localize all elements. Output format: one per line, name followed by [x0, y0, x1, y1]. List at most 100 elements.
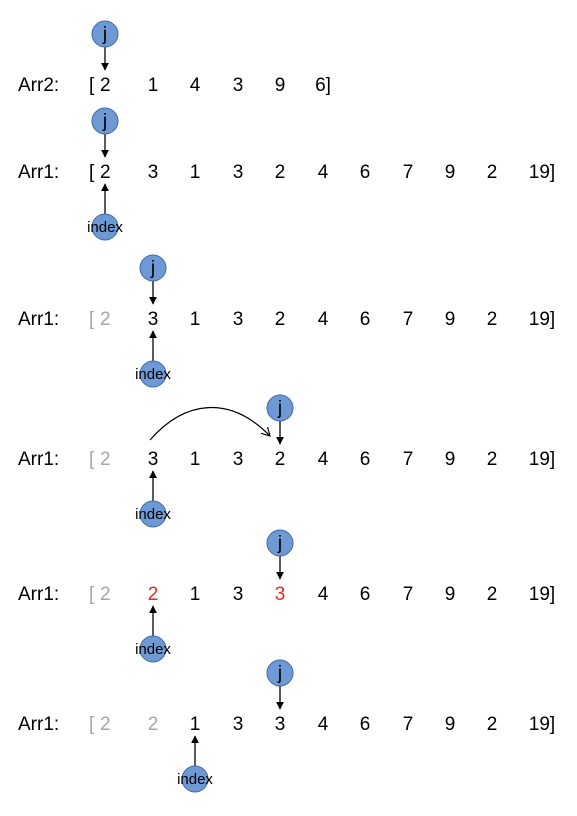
- pointer-badge: [139, 254, 167, 282]
- pointer-label: j: [277, 663, 282, 684]
- array-cell: 1: [190, 162, 201, 183]
- array-cell: 4: [318, 584, 329, 605]
- array-cell: 2: [487, 449, 498, 470]
- array-cell: 3: [233, 584, 244, 605]
- array-cell: 9: [445, 449, 456, 470]
- array-cell: 7: [403, 584, 414, 605]
- array-cell: 3: [233, 714, 244, 735]
- array-cell: 2: [487, 584, 498, 605]
- array-cell: 3: [148, 162, 159, 183]
- pointer-label: index: [135, 641, 171, 658]
- pointer-j: j: [91, 107, 119, 158]
- array-cell: 9: [445, 714, 456, 735]
- pointer-label: index: [135, 366, 171, 383]
- pointer-label: index: [177, 771, 213, 788]
- pointer-label: j: [150, 258, 155, 279]
- row-label: Arr1:: [18, 449, 59, 470]
- open-bracket: [: [89, 584, 95, 605]
- pointer-label: j: [277, 533, 282, 554]
- row-label: Arr1:: [18, 162, 59, 183]
- array-cell: 2: [100, 75, 111, 96]
- array-cell: 3: [233, 309, 244, 330]
- open-bracket: [: [89, 309, 95, 330]
- close-bracket: ]: [550, 162, 555, 183]
- array-cell: 1: [190, 449, 201, 470]
- array-cell: 3: [233, 75, 244, 96]
- open-bracket: [: [89, 162, 95, 183]
- array-cell: 6: [360, 449, 371, 470]
- pointer-j: j: [266, 659, 294, 710]
- row-label: Arr1:: [18, 714, 59, 735]
- array-cell: 9: [445, 584, 456, 605]
- row-label: Arr2:: [18, 75, 59, 96]
- array-cell: 6: [360, 584, 371, 605]
- array-cell: 19]: [529, 162, 555, 183]
- pointer-index: index: [135, 470, 171, 528]
- open-bracket: [: [89, 714, 95, 735]
- array-cell: 2: [100, 162, 111, 183]
- array-cell: 7: [403, 449, 414, 470]
- array-cell: 4: [318, 449, 329, 470]
- array-cell: 19]: [529, 449, 555, 470]
- array-cell: 2: [487, 309, 498, 330]
- pointer-index: index: [135, 330, 171, 388]
- array-cell: 3: [148, 449, 159, 470]
- array-cell: 7: [403, 162, 414, 183]
- array-cell: 1: [190, 714, 201, 735]
- pointer-badge: [91, 107, 119, 135]
- pointer-badge: [139, 500, 167, 528]
- array-cell: 2: [487, 162, 498, 183]
- pointer-badge: [266, 394, 294, 422]
- array-cell: 2: [275, 449, 286, 470]
- array-cell: 2: [275, 162, 286, 183]
- array-cell: 4: [318, 309, 329, 330]
- array-cell: 2: [100, 714, 111, 735]
- pointer-j: j: [266, 394, 294, 445]
- close-bracket: ]: [550, 309, 555, 330]
- pointer-index: index: [87, 183, 123, 241]
- pointer-badge: [91, 213, 119, 241]
- array-cell: 1: [190, 309, 201, 330]
- pointer-j: j: [266, 529, 294, 580]
- array-cell: 19]: [529, 309, 555, 330]
- array-cell: 2: [148, 714, 159, 735]
- close-bracket: ]: [326, 75, 331, 96]
- row-label: Arr1:: [18, 584, 59, 605]
- array-cell: 3: [233, 162, 244, 183]
- array-cell: 9: [275, 75, 286, 96]
- pointer-index: index: [177, 735, 213, 793]
- close-bracket: ]: [550, 584, 555, 605]
- array-cell: 2: [148, 584, 159, 605]
- array-cell: 9: [445, 309, 456, 330]
- array-cell: 2: [487, 714, 498, 735]
- array-cell: 3: [233, 449, 244, 470]
- array-cell: 3: [275, 584, 286, 605]
- pointer-badge: [266, 659, 294, 687]
- array-cell: 19]: [529, 714, 555, 735]
- pointer-index: index: [135, 605, 171, 663]
- pointer-badge: [139, 360, 167, 388]
- pointer-badge: [181, 765, 209, 793]
- pointer-j: j: [139, 254, 167, 305]
- pointer-label: j: [277, 398, 282, 419]
- close-bracket: ]: [550, 714, 555, 735]
- array-cell: 1: [148, 75, 159, 96]
- pointer-j: j: [91, 20, 119, 71]
- array-cell: 2: [275, 309, 286, 330]
- array-cell: 6: [360, 309, 371, 330]
- row-label: Arr1:: [18, 309, 59, 330]
- array-cell: 4: [190, 75, 201, 96]
- array-cell: 3: [148, 309, 159, 330]
- array-cell: 6: [360, 162, 371, 183]
- array-cell: 1: [190, 584, 201, 605]
- open-bracket: [: [89, 449, 95, 470]
- array-cell: 6: [360, 714, 371, 735]
- pointer-label: j: [102, 111, 107, 132]
- pointer-badge: [139, 635, 167, 663]
- array-cell: 2: [100, 584, 111, 605]
- array-cell: 2: [100, 449, 111, 470]
